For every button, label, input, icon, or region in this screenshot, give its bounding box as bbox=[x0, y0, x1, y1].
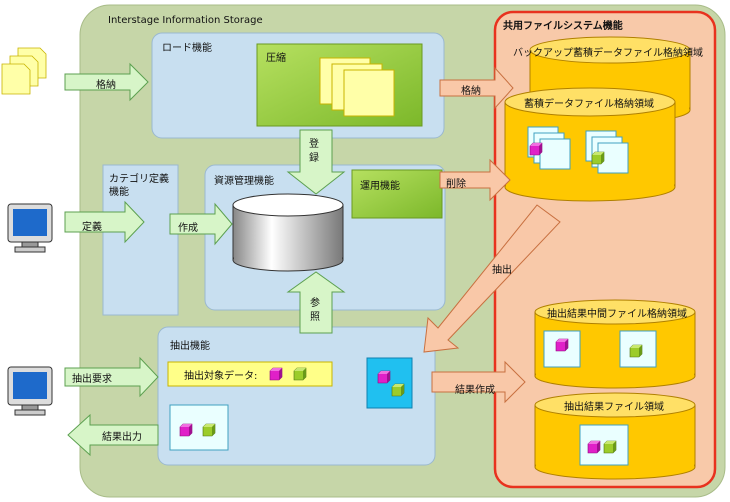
arrow-reference-char2: 照 bbox=[310, 311, 320, 323]
extract-mid-files bbox=[543, 330, 657, 368]
extract-mid-label: 抽出結果中間ファイル格納領域 bbox=[547, 307, 687, 320]
extract-result-label: 抽出結果ファイル領域 bbox=[564, 400, 664, 413]
arrow-extract-request-label: 抽出要求 bbox=[72, 372, 112, 385]
monitor-icon-2 bbox=[7, 366, 53, 416]
arrow-register-char2: 録 bbox=[309, 151, 319, 164]
arrow-store-out bbox=[439, 66, 514, 110]
load-title: ロード機能 bbox=[162, 41, 212, 54]
arrow-store-in bbox=[64, 62, 149, 102]
extract-target-label: 抽出対象データ: bbox=[184, 369, 257, 382]
arrow-register bbox=[286, 129, 346, 195]
stored-cylinder bbox=[504, 87, 676, 202]
arrow-extract-request bbox=[64, 356, 159, 398]
backup-area-label: バックアップ蓄積データファイル格納領域 bbox=[513, 46, 703, 59]
shared-fs-title: 共用ファイルシステム機能 bbox=[503, 19, 623, 32]
compress-docs bbox=[319, 57, 395, 117]
arrow-store-in-label: 格納 bbox=[96, 78, 116, 91]
resource-title: 資源管理機能 bbox=[214, 174, 274, 187]
arrow-define-label: 定義 bbox=[82, 220, 102, 233]
arrow-extract-label: 抽出 bbox=[492, 263, 512, 276]
arrow-store-out-label: 格納 bbox=[461, 84, 481, 97]
extract-process-box bbox=[366, 357, 413, 409]
arrow-define bbox=[64, 200, 145, 244]
category-title-1: カテゴリ定義 bbox=[109, 172, 169, 185]
db-cylinder bbox=[232, 193, 344, 272]
compress-label: 圧縮 bbox=[266, 51, 286, 64]
arrow-result-create-label: 結果作成 bbox=[455, 383, 495, 396]
arrow-reference-char1: 参 bbox=[310, 296, 320, 309]
stored-area-label: 蓄積データファイル格納領域 bbox=[524, 97, 654, 110]
input-docs bbox=[1, 47, 47, 95]
result-output-box bbox=[169, 404, 229, 451]
arrow-create bbox=[169, 202, 233, 246]
extract-result-files bbox=[579, 424, 629, 466]
ops-label: 運用機能 bbox=[360, 179, 400, 192]
extract-title: 抽出機能 bbox=[170, 339, 210, 352]
arrow-result-output bbox=[67, 413, 159, 457]
arrow-create-label: 作成 bbox=[178, 222, 198, 234]
arrow-result-create bbox=[431, 360, 526, 404]
monitor-icon-1 bbox=[7, 203, 53, 253]
storage-title: Interstage Information Storage bbox=[108, 15, 263, 26]
stored-files bbox=[527, 126, 629, 174]
ops-box bbox=[351, 169, 443, 219]
arrow-register-char1: 登 bbox=[309, 137, 319, 150]
category-panel bbox=[102, 164, 179, 316]
arrow-delete-label: 削除 bbox=[446, 177, 466, 190]
arrow-delete bbox=[439, 158, 511, 202]
arrow-result-output-label: 結果出力 bbox=[102, 430, 142, 443]
arrow-extract bbox=[423, 204, 561, 353]
arrow-reference bbox=[286, 271, 346, 334]
category-title-2: 機能 bbox=[109, 185, 129, 198]
